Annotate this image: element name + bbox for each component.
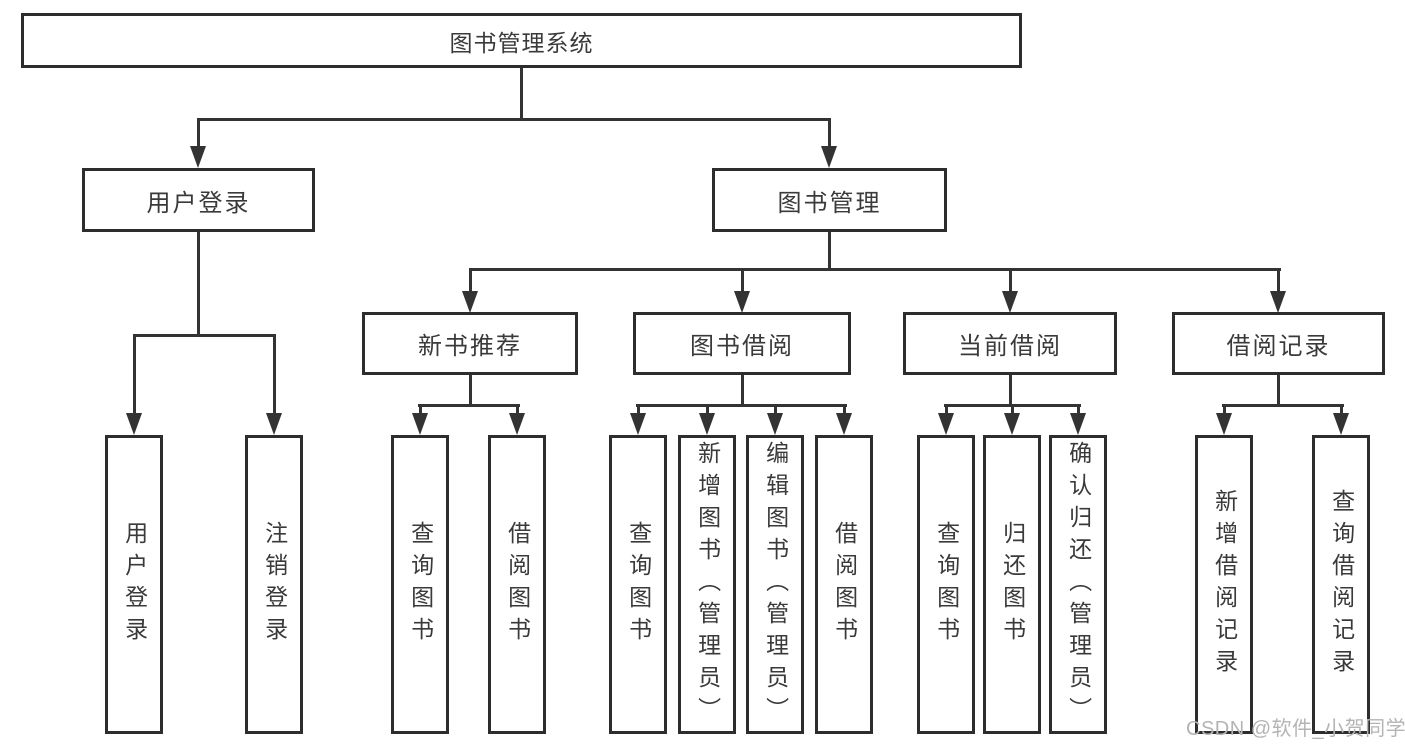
connector-v-line bbox=[741, 375, 744, 406]
connector-v-line bbox=[1277, 375, 1280, 406]
node-edit-books-admin: 编辑图书（管理员） bbox=[746, 435, 804, 734]
node-label: 查询图书 bbox=[407, 520, 434, 649]
arrow-down-icon bbox=[190, 146, 206, 168]
node-label: 新增借阅记录 bbox=[1211, 488, 1238, 681]
arrow-down-icon bbox=[1333, 413, 1349, 435]
arrow-down-icon bbox=[767, 413, 783, 435]
arrow-down-icon bbox=[1002, 291, 1018, 313]
connector-v-line bbox=[1077, 404, 1080, 417]
arrow-down-icon bbox=[1004, 413, 1020, 435]
arrow-down-icon bbox=[1216, 413, 1232, 435]
node-return-books: 归还图书 bbox=[983, 435, 1041, 734]
connector-v-line bbox=[197, 232, 200, 337]
connector-v-line bbox=[828, 232, 831, 271]
node-query-books-borrow: 查询图书 bbox=[609, 435, 667, 734]
node-add-borrow-record: 新增借阅记录 bbox=[1195, 435, 1253, 734]
node-label: 归还图书 bbox=[999, 520, 1026, 649]
node-query-books-current: 查询图书 bbox=[917, 435, 975, 734]
arrow-down-icon bbox=[821, 146, 837, 168]
connector-v-line bbox=[1011, 404, 1014, 417]
node-logout: 注销登录 bbox=[245, 435, 303, 734]
node-book-borrowing: 图书借阅 bbox=[633, 312, 851, 375]
connector-v-line bbox=[843, 404, 846, 417]
arrow-down-icon bbox=[938, 413, 954, 435]
connector-v-line bbox=[469, 268, 472, 296]
connector-h-line bbox=[636, 404, 847, 407]
node-label: 图书借阅 bbox=[690, 333, 794, 360]
node-book-management: 图书管理 bbox=[712, 168, 947, 232]
arrow-down-icon bbox=[462, 291, 478, 313]
node-label: 借阅图书 bbox=[504, 520, 531, 649]
arrow-down-icon bbox=[412, 413, 428, 435]
node-add-books-admin: 新增图书（管理员） bbox=[678, 435, 736, 734]
node-label: 确认归还（管理员） bbox=[1065, 440, 1092, 729]
connector-v-line bbox=[1277, 268, 1280, 296]
connector-v-line bbox=[516, 404, 519, 417]
connector-v-line bbox=[469, 375, 472, 406]
node-query-borrow-record: 查询借阅记录 bbox=[1312, 435, 1370, 734]
connector-h-line bbox=[133, 334, 276, 337]
connector-v-line bbox=[1009, 375, 1012, 406]
arrow-down-icon bbox=[1270, 291, 1286, 313]
arrow-down-icon bbox=[836, 413, 852, 435]
connector-v-line bbox=[520, 68, 523, 121]
connector-v-line bbox=[133, 334, 136, 418]
connector-h-line bbox=[197, 118, 831, 121]
arrow-down-icon bbox=[509, 413, 525, 435]
node-label: 图书管理系统 bbox=[449, 29, 594, 56]
connector-v-line bbox=[419, 404, 422, 417]
node-current-borrowing: 当前借阅 bbox=[903, 312, 1117, 375]
node-label: 图书管理 bbox=[777, 189, 882, 217]
node-user-login-group: 用户登录 bbox=[82, 168, 315, 232]
node-label: 用户登录 bbox=[121, 520, 148, 649]
arrow-down-icon bbox=[699, 413, 715, 435]
connector-v-line bbox=[1223, 404, 1226, 417]
node-query-books-recommend: 查询图书 bbox=[391, 435, 449, 734]
arrow-down-icon bbox=[630, 413, 646, 435]
node-label: 查询图书 bbox=[933, 520, 960, 649]
connector-v-line bbox=[774, 404, 777, 417]
node-library-management-system: 图书管理系统 bbox=[21, 13, 1022, 68]
node-confirm-return-admin: 确认归还（管理员） bbox=[1049, 435, 1107, 734]
node-label: 用户登录 bbox=[146, 189, 251, 217]
connector-h-line bbox=[469, 268, 1281, 271]
node-user-login: 用户登录 bbox=[105, 435, 163, 734]
arrow-down-icon bbox=[1070, 413, 1086, 435]
connector-v-line bbox=[828, 118, 831, 150]
watermark: CSDN @软件_小贺同学 bbox=[1186, 718, 1405, 740]
node-label: 借阅图书 bbox=[831, 520, 858, 649]
connector-v-line bbox=[197, 118, 200, 150]
connector-v-line bbox=[741, 268, 744, 296]
node-label: 借阅记录 bbox=[1226, 333, 1331, 360]
connector-h-line bbox=[418, 404, 520, 407]
node-borrow-books-recommend: 借阅图书 bbox=[488, 435, 546, 734]
node-label: 查询图书 bbox=[625, 520, 652, 649]
node-borrow-books: 借阅图书 bbox=[815, 435, 873, 734]
connector-v-line bbox=[1009, 268, 1012, 296]
node-label: 编辑图书（管理员） bbox=[762, 440, 789, 729]
connector-v-line bbox=[637, 404, 640, 417]
arrow-down-icon bbox=[126, 413, 142, 435]
connector-v-line bbox=[273, 334, 276, 418]
connector-v-line bbox=[1340, 404, 1343, 417]
connector-h-line bbox=[1222, 404, 1344, 407]
connector-v-line bbox=[945, 404, 948, 417]
connector-v-line bbox=[706, 404, 709, 417]
node-label: 注销登录 bbox=[261, 520, 288, 649]
node-label: 查询借阅记录 bbox=[1328, 488, 1355, 681]
node-borrowing-records: 借阅记录 bbox=[1172, 312, 1385, 375]
arrow-down-icon bbox=[266, 413, 282, 435]
node-label: 新书推荐 bbox=[418, 333, 522, 360]
arrow-down-icon bbox=[734, 291, 750, 313]
node-label: 新增图书（管理员） bbox=[694, 440, 721, 729]
node-label: 当前借阅 bbox=[958, 333, 1062, 360]
node-new-book-recommend: 新书推荐 bbox=[362, 312, 578, 375]
